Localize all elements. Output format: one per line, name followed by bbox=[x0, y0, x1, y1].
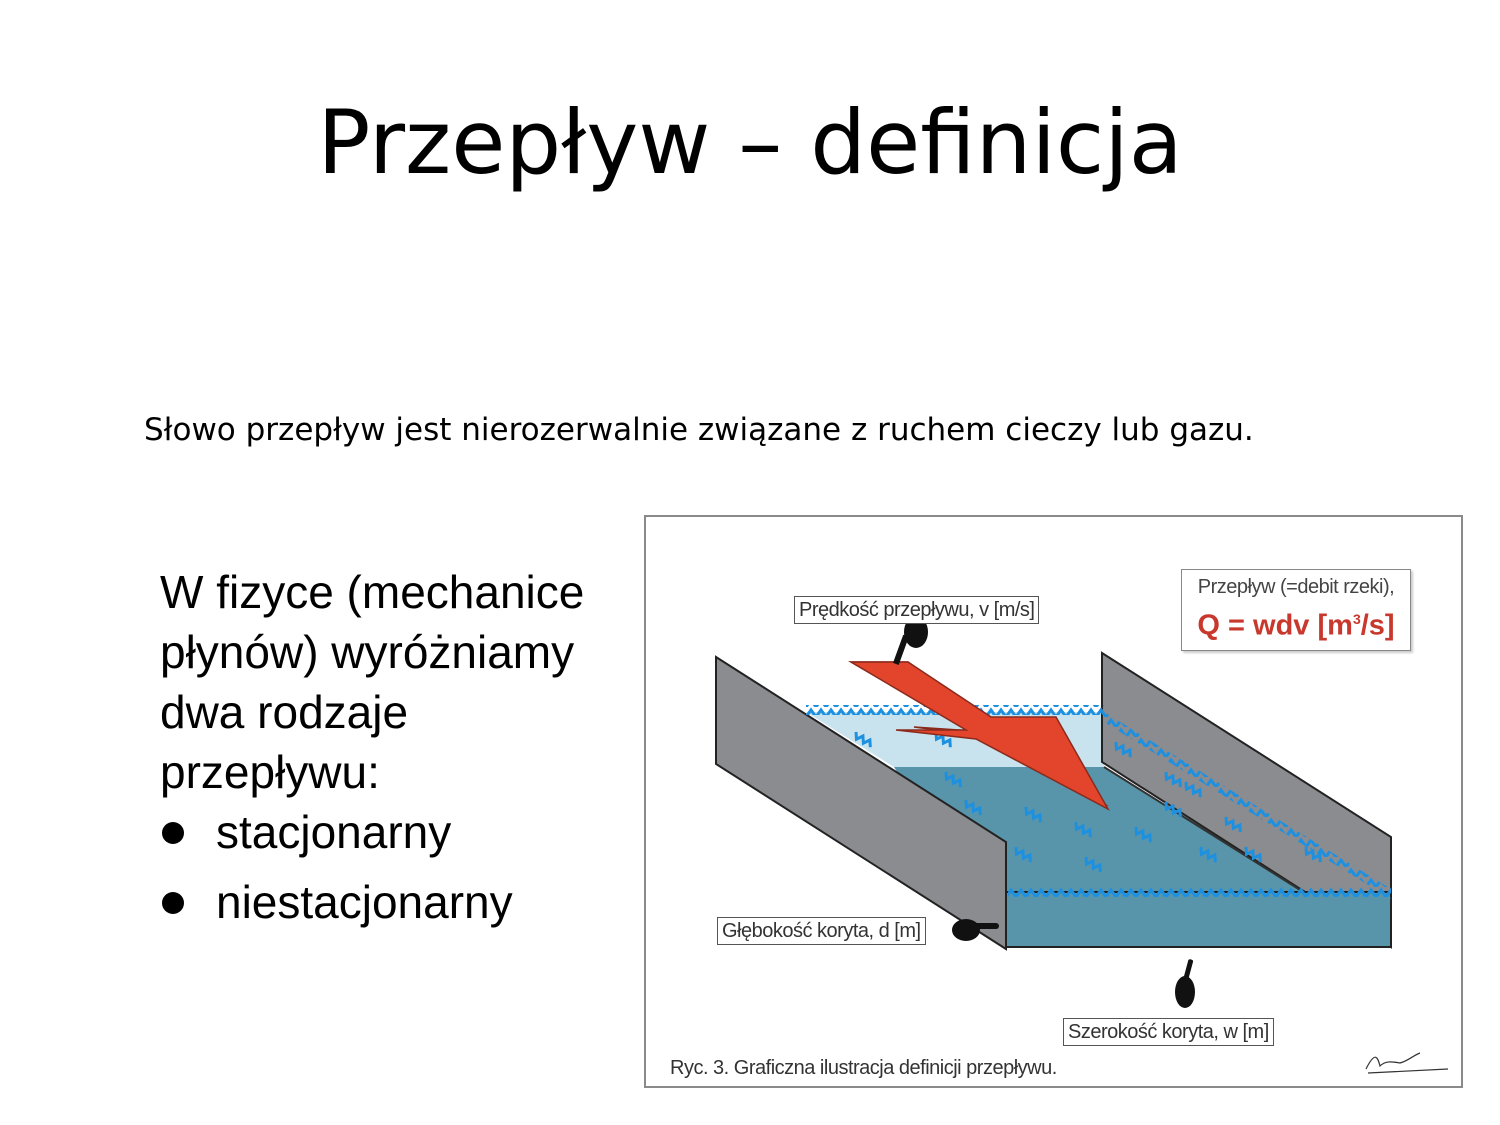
bullet-icon bbox=[162, 892, 184, 914]
slide-title: Przepływ – definicja bbox=[317, 91, 1183, 194]
left-wall bbox=[715, 655, 1007, 951]
author-signature bbox=[1365, 1052, 1449, 1074]
depth-label: Głębokość koryta, d [m] bbox=[717, 917, 926, 945]
body-text-block: W fizyce (mechanice płynów) wyróżniamy d… bbox=[160, 562, 640, 942]
formula-caption: Przepływ (=debit rzeki), bbox=[1197, 576, 1395, 598]
pointer-hand-icon bbox=[893, 616, 928, 665]
width-label: Szerokość koryta, w [m] bbox=[1063, 1018, 1274, 1046]
intro-text: Słowo przepływ jest nierozerwalnie związ… bbox=[144, 412, 1254, 448]
flow-formula: Q = wdv [m3/s] bbox=[1197, 609, 1395, 642]
list-item: stacjonarny bbox=[160, 802, 640, 872]
water-front bbox=[1005, 891, 1392, 948]
bullet-icon bbox=[162, 822, 184, 844]
figure-caption: Ryc. 3. Graficzna ilustracja definicji p… bbox=[670, 1057, 1057, 1079]
body-paragraph: W fizyce (mechanice płynów) wyróżniamy d… bbox=[160, 566, 585, 798]
velocity-label: Prędkość przepływu, v [m/s] bbox=[794, 596, 1040, 624]
pointer-hand-icon bbox=[952, 919, 999, 941]
flow-types-list: stacjonarny niestacjonarny bbox=[160, 802, 640, 942]
flow-diagram-figure: Prędkość przepływu, v [m/s] Przepływ (=d… bbox=[644, 515, 1463, 1088]
pointer-hand-icon bbox=[1175, 959, 1195, 1008]
flow-formula-box: Przepływ (=debit rzeki), Q = wdv [m3/s] bbox=[1181, 569, 1411, 651]
channel-diagram bbox=[715, 616, 1449, 1074]
list-item: niestacjonarny bbox=[160, 872, 640, 942]
